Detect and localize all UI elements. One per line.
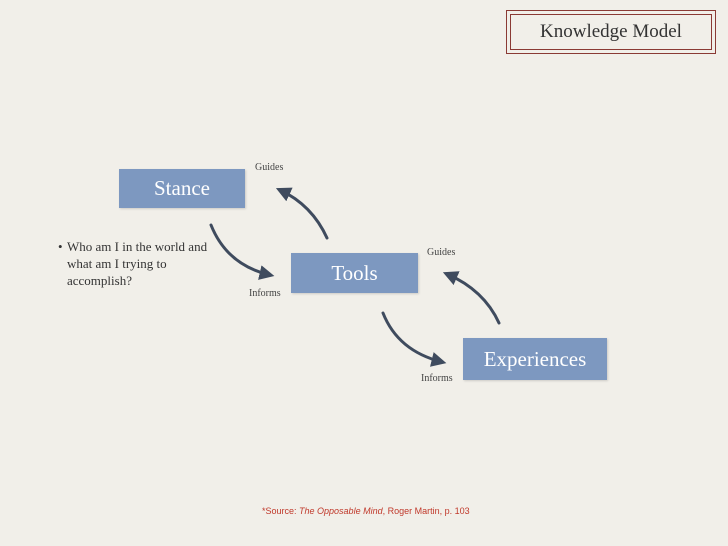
footnote-suffix: , Roger Martin, p. 103 [382, 506, 470, 516]
informs-label-upper: Informs [249, 288, 281, 299]
informs-label-lower: Informs [421, 373, 453, 384]
tools-label: Tools [331, 260, 378, 285]
informs-arrow-lower [381, 311, 447, 367]
bullet-item: • Who am I in the world and what am I tr… [58, 238, 218, 289]
footnote-book: The Opposable Mind [299, 506, 383, 516]
experiences-node: Experiences [463, 338, 607, 380]
guides-arrow-lower [442, 271, 501, 325]
tools-node: Tools [291, 253, 418, 293]
title-box: Knowledge Model [506, 10, 716, 54]
guides-label-upper: Guides [255, 162, 284, 173]
informs-arrow-upper [209, 223, 275, 280]
stance-label: Stance [154, 176, 210, 200]
bullet-dot: • [58, 239, 63, 254]
guides-label-lower: Guides [427, 247, 456, 258]
slide-title: Knowledge Model [540, 21, 682, 42]
source-footnote: *Source: The Opposable Mind, Roger Marti… [262, 506, 470, 516]
footnote-prefix: *Source: [262, 506, 300, 516]
bullet-text: Who am I in the world and what am I tryi… [67, 239, 208, 288]
guides-arrow-upper [275, 187, 329, 240]
stance-node: Stance [119, 169, 245, 208]
experiences-label: Experiences [483, 346, 587, 371]
